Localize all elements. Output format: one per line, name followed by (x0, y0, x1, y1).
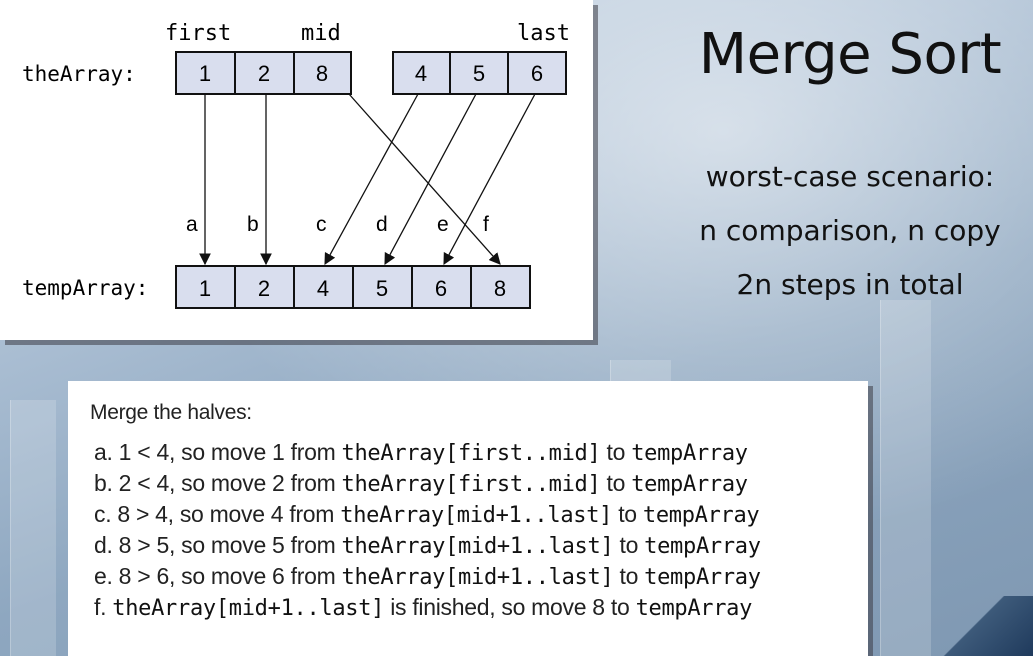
arrow-label: b (247, 213, 259, 236)
array-cell-value: 4 (415, 61, 427, 86)
arrow-label: f (483, 213, 489, 236)
array-cell-value: 8 (316, 61, 328, 86)
step-text: to (613, 532, 645, 558)
array-cell (293, 51, 352, 95)
step-code: theArray[mid+1..last] (341, 565, 614, 590)
step-line-f: f. theArray[mid+1..last] is finished, so… (94, 594, 752, 621)
array-cell-value: 5 (473, 61, 485, 86)
step-text: e. 8 > 6, so move 6 from (94, 563, 342, 589)
the-array-left-half: 1 2 8 (175, 51, 352, 95)
step-code: tempArray (642, 503, 760, 528)
note-total-steps: 2n steps in total (736, 268, 964, 301)
step-line-b: b. 2 < 4, so move 2 from theArray[first.… (94, 470, 748, 497)
array-cell (175, 265, 236, 309)
array-cell-value: 5 (376, 276, 388, 301)
step-code: theArray[first..mid] (341, 441, 601, 466)
merge-diagram: first mid last theArray: tempArray: 1 2 … (22, 21, 570, 309)
step-line-c: c. 8 > 4, so move 4 from theArray[mid+1.… (94, 501, 760, 528)
steps-heading: Merge the halves: (90, 401, 252, 424)
step-code: tempArray (644, 534, 761, 559)
arrow-label: c (316, 213, 327, 236)
array-cell-value: 6 (435, 276, 447, 301)
temp-array-label: tempArray: (22, 276, 148, 300)
step-code: theArray[mid+1..last] (112, 596, 385, 621)
step-text: to (600, 439, 632, 465)
array-cell-value: 1 (199, 61, 211, 86)
step-text: d. 8 > 5, so move 5 from (94, 532, 342, 558)
array-cell-value: 6 (531, 61, 543, 86)
step-code: tempArray (635, 596, 753, 621)
background-building (10, 400, 56, 656)
step-line-e: e. 8 > 6, so move 6 from theArray[mid+1.… (94, 563, 761, 590)
step-text: b. 2 < 4, so move 2 from (94, 470, 342, 496)
array-cell (449, 51, 509, 95)
slide-title: Merge Sort (698, 22, 1002, 87)
arrow-label: a (186, 213, 198, 236)
note-worst-case: worst-case scenario: (705, 160, 995, 193)
step-text: to (600, 470, 632, 496)
step-text: to (612, 501, 643, 527)
arrow-label: d (376, 213, 388, 236)
array-cell-value: 4 (317, 276, 329, 301)
mid-index-label: mid (301, 21, 341, 46)
merge-diagram-panel: first mid last theArray: tempArray: 1 2 … (0, 0, 593, 340)
first-index-label: first (165, 21, 231, 46)
move-arrows (199, 93, 536, 266)
array-cell-value: 1 (199, 276, 211, 301)
last-index-label: last (517, 21, 570, 46)
arrow-c (324, 93, 419, 266)
step-text: is finished, so move 8 to (384, 594, 636, 620)
background-corner-shape (913, 596, 1033, 656)
step-text: to (613, 563, 645, 589)
note-comparisons: n comparison, n copy (699, 214, 1001, 247)
array-cell-value: 8 (494, 276, 506, 301)
step-code: tempArray (631, 441, 748, 466)
step-text: a. 1 < 4, so move 1 from (94, 439, 342, 465)
step-code: theArray[mid+1..last] (340, 503, 613, 528)
array-cell (507, 51, 567, 95)
step-line-d: d. 8 > 5, so move 5 from theArray[mid+1.… (94, 532, 761, 559)
step-text: f. (94, 594, 113, 620)
array-cell-value: 2 (258, 61, 270, 86)
the-array-right-half: 4 5 6 (392, 51, 567, 95)
step-text: c. 8 > 4, so move 4 from (94, 501, 341, 527)
step-line-a: a. 1 < 4, so move 1 from theArray[first.… (94, 439, 748, 466)
the-array-label: theArray: (22, 62, 136, 86)
step-code: theArray[mid+1..last] (341, 534, 614, 559)
array-cell-value: 2 (258, 276, 270, 301)
array-cell (352, 265, 413, 309)
array-cell (234, 51, 295, 95)
arrow-e (443, 93, 536, 266)
array-cell (234, 265, 295, 309)
temp-array: 1 2 4 5 6 8 (175, 265, 531, 309)
step-code: theArray[first..mid] (341, 472, 601, 497)
arrow-f (348, 93, 501, 265)
step-code: tempArray (631, 472, 748, 497)
array-cell (470, 265, 531, 309)
merge-steps-panel: Merge the halves: a. 1 < 4, so move 1 fr… (68, 381, 868, 656)
arrow-d (384, 93, 477, 266)
step-code: tempArray (644, 565, 761, 590)
arrow-label: e (437, 213, 449, 236)
